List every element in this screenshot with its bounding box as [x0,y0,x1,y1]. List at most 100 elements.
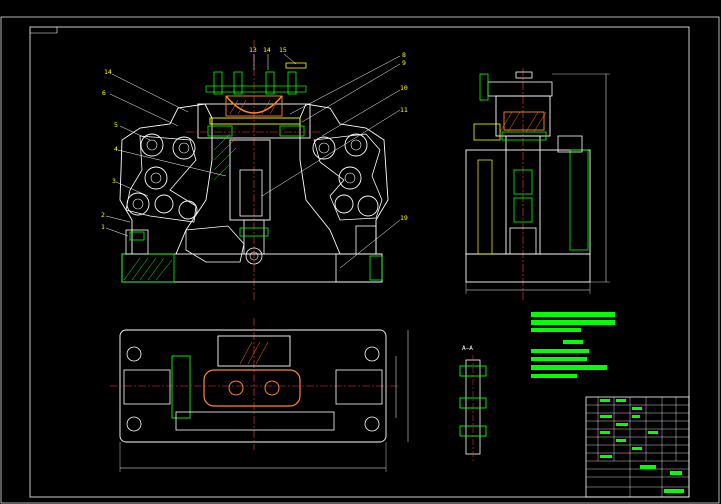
front-nut-15 [285,62,307,69]
front-pin-left-5 [154,194,174,214]
front-center-cylinder [229,139,271,221]
part-number-10: 10 [400,84,408,92]
top-left-jaw [123,369,171,405]
sheet-inner-border [29,26,690,498]
side-top-bar [487,81,553,97]
tech-notes [531,312,615,378]
title-block-grid [586,397,689,497]
front-stem-collar [239,227,269,237]
front-center-hatch [213,133,237,181]
top-bottom-rail [175,411,335,431]
top-hole-tr [364,346,380,362]
front-stem-bottom-pin-inner [249,251,259,261]
side-bolt-left [479,73,489,101]
front-top-plate [197,103,311,139]
front-right-link [313,133,383,221]
part-number-15: 15 [279,46,287,54]
front-pin-left-4 [126,192,150,216]
top-hole-bl [126,416,142,432]
part-number-3: 3 [112,177,116,185]
front-base-plate [121,253,383,283]
front-pin-left-2-inner [178,142,190,154]
front-lever-lower [185,225,245,263]
front-pin-right-4 [334,194,354,214]
part-number-11: 11 [400,106,408,114]
front-pin-left-6 [178,200,198,220]
front-pin-right-1 [312,136,336,160]
front-bolt-mid-right [265,71,275,95]
title-block-fills [600,399,684,493]
part-number-7: 14 [104,68,112,76]
note-bar-7 [531,374,577,378]
front-workpiece [225,95,283,117]
part-number-6: 6 [102,89,106,97]
note-bar-1 [531,312,615,317]
front-left-foot [125,229,149,255]
front-bolt-mid-left [233,71,243,95]
top-hole-br [364,416,380,432]
front-bolt-right [287,71,297,95]
front-pin-left-2 [172,136,196,160]
top-left-jaw-green [171,355,191,419]
note-bar-6 [531,365,607,370]
side-top-hatch [499,111,547,133]
section-title: A—A [462,345,473,352]
top-right-jaw [335,369,383,405]
side-right-col [569,149,589,251]
front-pin-left-1-inner [146,139,158,151]
side-left-clamp [473,123,501,141]
front-pin-right-5 [357,195,379,217]
side-center-inner-2 [513,197,533,223]
part-number-8: 8 [402,51,406,59]
part-number-4: 4 [114,145,118,153]
front-pin-left-3 [144,166,168,190]
front-stem [243,219,265,255]
part-number-14: 14 [263,46,271,54]
front-pin-left-1 [140,133,164,157]
front-pin-right-1-inner [318,142,330,154]
front-base-left-hatch [123,257,173,281]
front-left-link [125,135,197,223]
sheet-outer-border [0,16,720,504]
front-pin-left-3-inner [150,172,162,184]
front-pin-right-2 [344,133,368,157]
front-workpiece-hatch [229,99,279,115]
front-pin-right-3-inner [344,172,356,184]
part-number-1: 1 [101,223,105,231]
top-workpiece [203,369,301,407]
front-right-block-green [369,255,383,281]
front-view [119,40,389,300]
side-top-workpiece [503,111,545,131]
note-bar-2 [531,320,615,325]
side-center-inner-3 [509,227,537,255]
side-body [465,149,591,255]
side-center-inner-1 [513,169,533,195]
part-number-2: 2 [101,211,105,219]
part-number-13: 13 [249,46,257,54]
front-center-inner [239,169,263,217]
part-number-9: 9 [402,59,406,67]
front-pin-right-2-inner [350,139,362,151]
front-stem-bottom-pin [245,247,263,265]
part-number-5: 5 [114,121,118,129]
front-pin-right-3 [338,166,362,190]
top-view [110,318,409,472]
top-workpiece-hole-1 [228,380,244,396]
front-right-frame [299,103,389,255]
side-left-col [477,159,493,255]
title-block [585,396,690,498]
side-view [465,68,610,300]
part-number-labels: 14 6 5 4 3 2 1 8 9 10 11 19 13 14 15 [101,46,408,231]
side-top-green-plate [501,131,547,141]
front-left-frame [119,103,213,255]
front-bolt-left [213,71,223,95]
front-pin-left-4-inner [132,198,144,210]
top-center-block [217,335,291,367]
front-top-yellow-bar [209,117,301,125]
top-workpiece-hole-2 [264,380,280,396]
note-title-bar [563,340,583,344]
front-right-foot [355,225,377,255]
front-top-green-right [279,125,305,137]
front-leaders [105,53,401,269]
front-top-green-left [207,125,233,137]
